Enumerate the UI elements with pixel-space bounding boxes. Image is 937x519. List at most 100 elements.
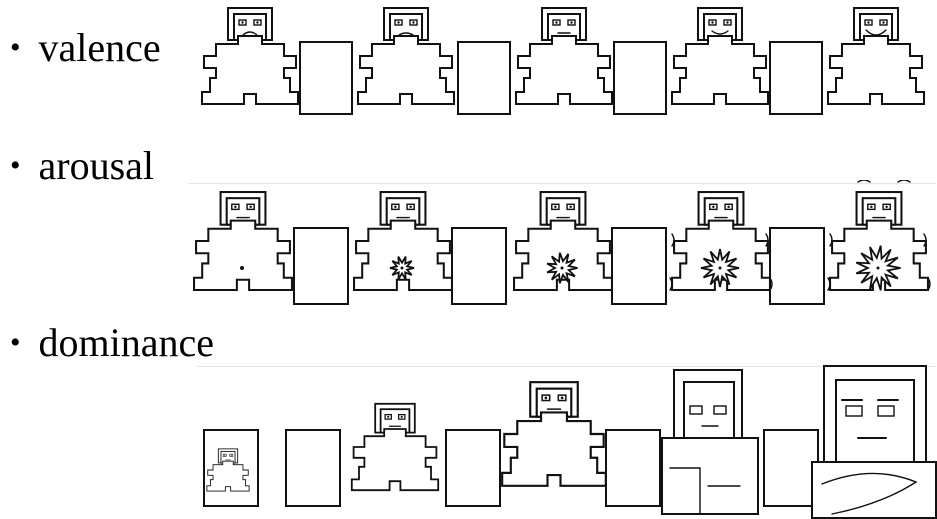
body [201, 35, 299, 105]
dominance-manikin-small [206, 448, 250, 492]
eye-left [541, 394, 551, 402]
eye-right [229, 453, 234, 457]
arousal-core [718, 266, 722, 270]
rating-box [451, 227, 507, 305]
eye-left [864, 19, 873, 26]
eye-right [557, 394, 567, 402]
arousal-label: arousal [38, 143, 155, 188]
mouth [241, 31, 259, 37]
rating-box [611, 227, 667, 305]
eye-right [567, 19, 576, 26]
eye-right [253, 19, 262, 26]
body [357, 35, 455, 105]
eye-right [409, 19, 418, 26]
rating-box [293, 227, 349, 305]
bullet-icon: • [10, 326, 21, 359]
rating-box [769, 227, 825, 305]
pupil [387, 415, 390, 418]
pupil [249, 205, 252, 209]
eye-left [238, 19, 247, 26]
valence-manikin [515, 7, 613, 105]
pupil [870, 205, 873, 209]
eye-right [877, 405, 895, 417]
pupil [397, 21, 400, 24]
vibration-mark [769, 277, 773, 291]
vibration-mark [857, 180, 871, 183]
eye-right [882, 203, 891, 211]
eye-right [566, 203, 575, 211]
arm-left [669, 467, 701, 515]
arousal-manikin [513, 191, 613, 291]
vibration-mark [671, 233, 675, 247]
valence-manikin [357, 7, 455, 105]
pupil [234, 205, 237, 209]
rating-box [605, 429, 661, 507]
dominance-label: dominance [38, 320, 215, 365]
vibration-mark [927, 277, 931, 291]
body [827, 35, 925, 105]
crossed-arms [821, 472, 918, 515]
body [501, 411, 607, 487]
dominance-scale-strip [203, 365, 937, 519]
torso [811, 461, 937, 519]
pupil [727, 205, 730, 209]
mouth [398, 32, 414, 36]
eye-left [552, 19, 561, 26]
pupil [712, 205, 715, 209]
eye-left [708, 19, 717, 26]
pupil [554, 205, 557, 209]
arousal-scale-strip [193, 180, 931, 305]
eye-right [246, 203, 255, 211]
valence-manikin [201, 7, 299, 105]
pupil [885, 205, 888, 209]
torso [661, 437, 759, 515]
pupil [555, 21, 558, 24]
pupil [711, 21, 714, 24]
pupil [241, 21, 244, 24]
eye-left [551, 203, 560, 211]
row-label-dominance: • dominance [10, 323, 214, 363]
body [350, 428, 440, 492]
arousal-manikin [353, 191, 453, 291]
eye-right [879, 19, 888, 26]
rating-box [763, 429, 819, 507]
eye-left [384, 413, 393, 420]
pupil [409, 205, 412, 209]
body [513, 219, 613, 291]
eye-left [867, 203, 876, 211]
vibration-mark [829, 233, 833, 247]
body [515, 35, 613, 105]
eye-left [231, 203, 240, 211]
body [353, 219, 453, 291]
arousal-core [560, 266, 564, 270]
rating-box [613, 41, 667, 115]
pupil [544, 396, 548, 400]
vibration-mark [827, 277, 831, 291]
dominance-manikin-large [501, 381, 607, 487]
rating-box [769, 41, 823, 115]
eye-left [709, 203, 718, 211]
valence-manikin [671, 7, 769, 105]
mouth [711, 30, 729, 35]
valence-manikin [827, 7, 925, 105]
arousal-manikin [193, 191, 293, 291]
bullet-icon: • [10, 31, 21, 64]
vibration-mark [765, 233, 769, 247]
body [206, 460, 250, 492]
pupil [394, 205, 397, 209]
rating-box [299, 41, 353, 115]
pupil [569, 205, 572, 209]
eye-left [222, 453, 227, 457]
body [193, 219, 293, 291]
row-label-arousal: • arousal [10, 146, 154, 186]
pupil [224, 454, 226, 456]
vibration-mark [669, 277, 673, 291]
dominance-manikin-xlarge [661, 369, 759, 515]
pupil [882, 21, 885, 24]
eye-left [391, 203, 400, 211]
pupil [726, 21, 729, 24]
rating-box [445, 429, 501, 507]
pupil [230, 454, 232, 456]
rating-box [457, 41, 511, 115]
pupil [412, 21, 415, 24]
